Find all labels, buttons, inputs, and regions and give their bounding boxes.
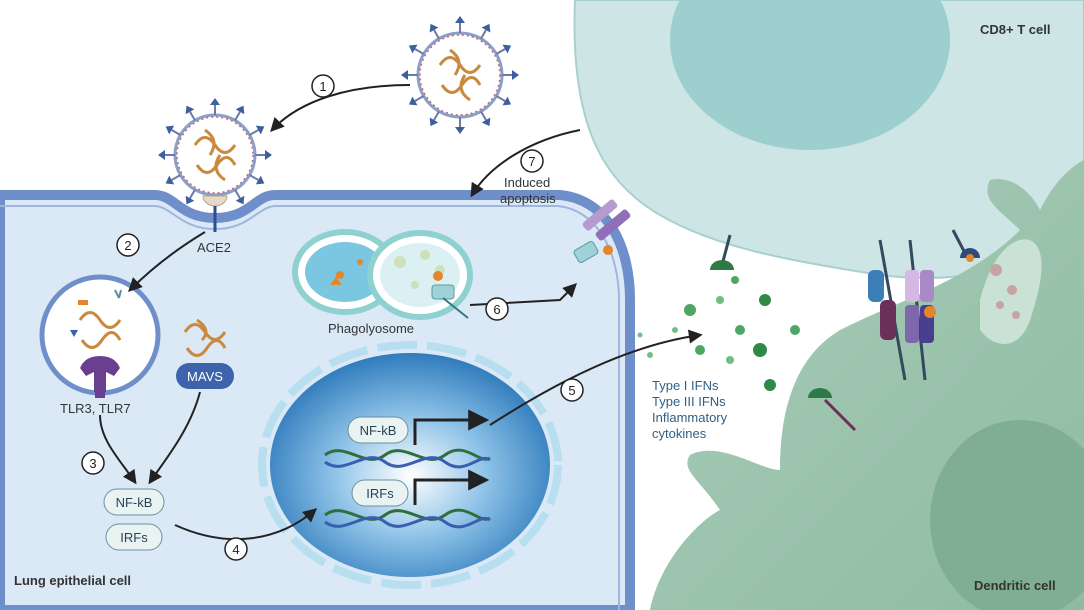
endosome: [39, 274, 161, 398]
nucleus-irfs-label: IRFs: [366, 486, 394, 501]
step-markers: 1 2 3 4 5 6 7: [81, 74, 584, 561]
step-7-marker: 7: [520, 149, 544, 173]
svg-text:3: 3: [89, 456, 96, 471]
flow-arrows: [99, 84, 703, 541]
step-3-marker: 3: [81, 451, 105, 475]
dendritic-cell-title: Dendritic cell: [974, 578, 1056, 593]
cytokine-label-1: Type III IFNs: [652, 394, 726, 409]
virus-bound: [157, 97, 273, 208]
lung-cell-title: Lung epithelial cell: [14, 573, 131, 588]
svg-text:6: 6: [493, 302, 500, 317]
step-6-marker: 6: [485, 297, 509, 321]
tcell-nucleus: [670, 0, 950, 150]
dendritic-cell: [650, 160, 1084, 610]
phagolysosome: [292, 229, 473, 320]
irfs-label: IRFs: [120, 530, 148, 545]
nucleus: NF-kB IRFs: [258, 341, 562, 589]
step-5-marker: 5: [560, 378, 584, 402]
svg-text:4: 4: [232, 542, 239, 557]
apoptosis-label-line1: Induced: [504, 175, 550, 190]
mavs-badge: [176, 363, 234, 389]
step-2-marker: 2: [116, 233, 140, 257]
apoptosis-label-line2: apoptosis: [500, 191, 556, 206]
tlr-label: TLR3, TLR7: [60, 401, 131, 416]
cytokine-label-0: Type I IFNs: [652, 378, 719, 393]
tcell-dc-receptors: [710, 229, 980, 432]
svg-text:7: 7: [528, 154, 535, 169]
ace2-label: ACE2: [197, 240, 231, 255]
svg-text:2: 2: [124, 238, 131, 253]
mavs-virus: [183, 318, 227, 357]
irfs-badge: [105, 523, 163, 551]
tcell-title: CD8+ T cell: [980, 22, 1050, 37]
mavs-label: MAVS: [187, 369, 223, 384]
cytokine-particles: [637, 276, 800, 391]
svg-text:1: 1: [319, 79, 326, 94]
dendritic-nucleus: [930, 420, 1084, 610]
step-1-marker: 1: [311, 74, 335, 98]
cytokine-label-2: Inflammatory: [652, 410, 728, 425]
nfkb-badge: [103, 488, 165, 516]
virus-free: [400, 15, 520, 135]
phagolysosome-label: Phagolyosome: [328, 321, 414, 336]
nfkb-label: NF-kB: [116, 495, 153, 510]
nucleus-nfkb-label: NF-kB: [360, 423, 397, 438]
tcr-mhc-complex: [573, 199, 631, 263]
cytokine-label-3: cytokines: [652, 426, 707, 441]
ace2-receptor: [202, 195, 228, 232]
step-4-marker: 4: [224, 537, 248, 561]
cd8-t-cell: [573, 0, 1084, 279]
svg-text:5: 5: [568, 383, 575, 398]
